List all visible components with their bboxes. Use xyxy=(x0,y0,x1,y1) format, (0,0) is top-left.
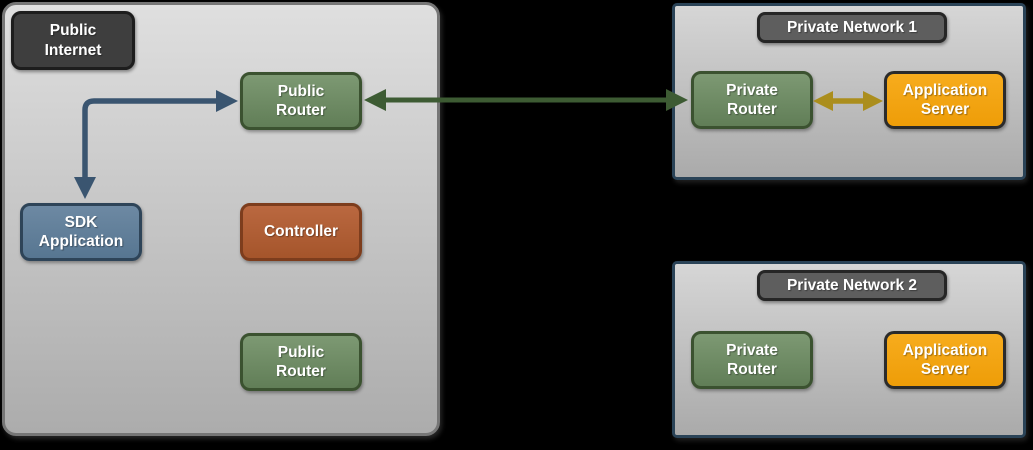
private-network-1-label: Private Network 1 xyxy=(757,12,947,43)
node-private-router-2: Private Router xyxy=(691,331,813,389)
node-application-server-1: Application Server xyxy=(884,71,1006,129)
node-controller: Controller xyxy=(240,203,362,261)
node-public-router-bottom: Public Router xyxy=(240,333,362,391)
zone-private-network-2: Private Network 2 Private Router Applica… xyxy=(672,261,1026,438)
node-public-router-top: Public Router xyxy=(240,72,362,130)
zone-public-internet: Public Internet Public Router SDK Applic… xyxy=(2,2,440,436)
zone-private-network-1: Private Network 1 Private Router Applica… xyxy=(672,3,1026,180)
node-sdk-application: SDK Application xyxy=(20,203,142,261)
private-network-2-label: Private Network 2 xyxy=(757,270,947,301)
node-private-router-1: Private Router xyxy=(691,71,813,129)
node-application-server-2: Application Server xyxy=(884,331,1006,389)
public-internet-label: Public Internet xyxy=(11,11,135,70)
